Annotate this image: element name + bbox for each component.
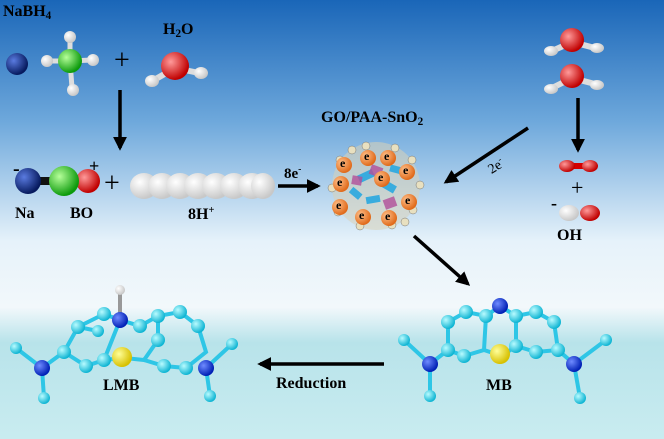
protons-label: 8H+ (188, 205, 215, 224)
hydrogen-molecule (559, 160, 598, 172)
water-molecule (145, 52, 208, 87)
water-molecule-pair (544, 28, 604, 94)
plus-sign-bo: + (89, 156, 100, 176)
mb-molecule (398, 298, 612, 404)
electron-label: e (337, 175, 343, 189)
sodium-ion (6, 53, 28, 75)
electron-label: e (403, 163, 409, 177)
electron-label: e (385, 209, 391, 223)
electron-label: e (359, 208, 365, 222)
reaction-arrows (113, 90, 585, 371)
electron-label: e (336, 198, 342, 212)
hydrogen-atom (41, 55, 53, 67)
arrow-from-water (443, 126, 529, 184)
plus-sign-middle: + (104, 168, 120, 199)
hydrogen-atom (64, 31, 76, 43)
lmb-molecule (10, 285, 238, 404)
mb-label: MB (486, 377, 512, 394)
plus-sign-top: + (114, 45, 130, 76)
hydroxide-ion (559, 205, 600, 221)
nabh4-label: NaBH4 (3, 3, 52, 22)
eight-electrons-label: 8e- (284, 164, 302, 182)
minus-sign-na: - (13, 158, 20, 180)
electron-label: e (364, 149, 370, 163)
oh-label: OH (557, 227, 582, 244)
lmb-label: LMB (103, 377, 140, 394)
plus-sign-right: + (571, 175, 584, 200)
catalyst-particle (327, 141, 425, 231)
electron-label: e (340, 156, 346, 170)
na-label: Na (15, 205, 35, 222)
reduction-label: Reduction (276, 375, 347, 392)
electron-label: e (405, 193, 411, 207)
electron-label: e (384, 149, 390, 163)
nabh4-molecule (6, 31, 99, 96)
catalyst-label: GO/PAA-SnO2 (321, 109, 424, 128)
hydrogen-atom (67, 84, 79, 96)
minus-sign-oh: - (551, 193, 557, 213)
sodium-borate-molecule (15, 166, 100, 196)
proton-chain (130, 173, 275, 199)
bo-label: BO (70, 205, 94, 222)
hydrogen-atom (87, 54, 99, 66)
arrow-to-mb (412, 234, 471, 286)
electron-label: e (378, 170, 384, 184)
water-label: H2O (163, 21, 194, 40)
boron-atom (58, 49, 82, 73)
